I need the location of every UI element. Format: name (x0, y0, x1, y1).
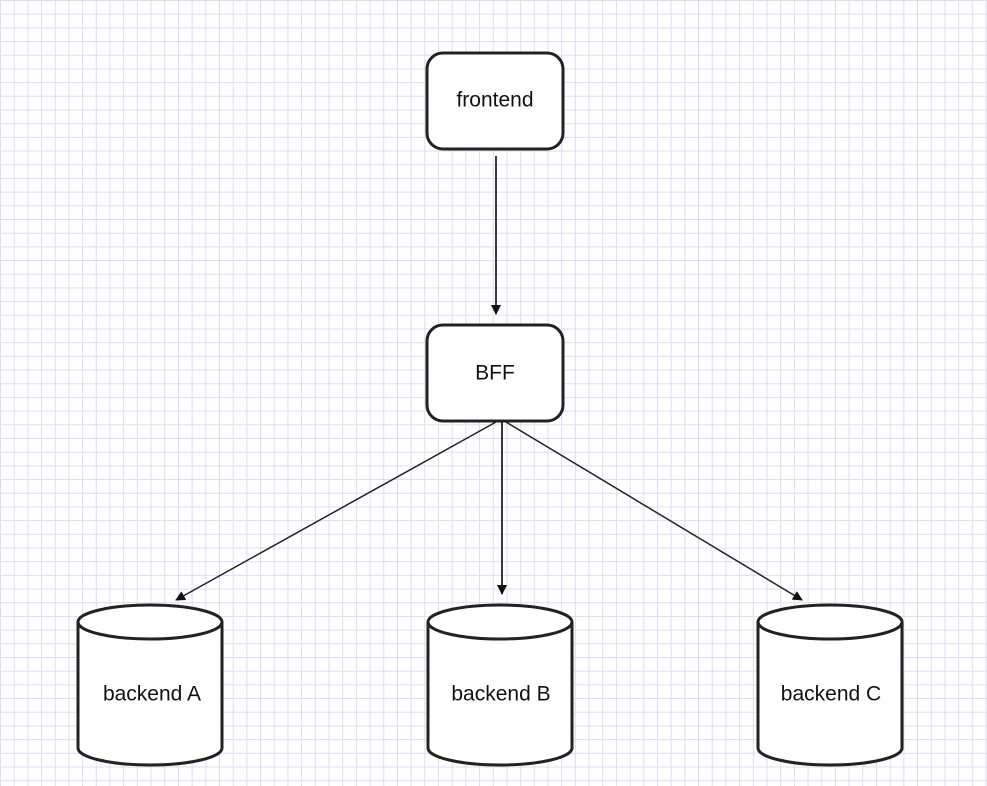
node-backend-b-label: backend B (451, 683, 550, 706)
node-backend-b[interactable]: backend B (426, 603, 574, 767)
edge-bff-to-backend-c[interactable] (505, 421, 803, 601)
node-bff-label: BFF (475, 362, 515, 385)
node-bff[interactable]: BFF (425, 323, 565, 423)
node-backend-c-label: backend C (781, 683, 881, 706)
node-frontend[interactable]: frontend (425, 51, 565, 151)
node-backend-c[interactable]: backend C (756, 603, 904, 767)
edge-bff-to-backend-a[interactable] (175, 421, 497, 601)
node-backend-a-label: backend A (103, 683, 201, 706)
node-backend-a[interactable]: backend A (76, 603, 224, 767)
node-frontend-label: frontend (456, 89, 533, 112)
